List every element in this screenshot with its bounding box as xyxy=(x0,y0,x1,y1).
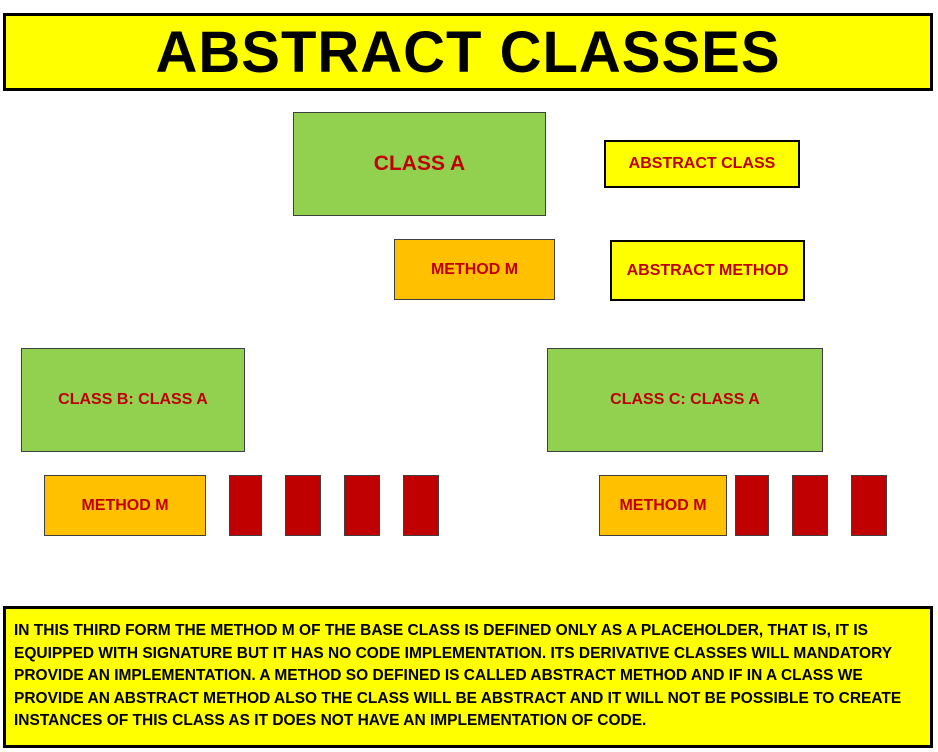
legend-abstract-method: ABSTRACT METHOD xyxy=(610,240,805,301)
class-b-code-block-1 xyxy=(229,475,262,536)
class-a-method-m: METHOD M xyxy=(394,239,555,300)
page-title: ABSTRACT CLASSES xyxy=(3,13,933,91)
class-b-code-block-4 xyxy=(403,475,439,536)
legend-abstract-class: ABSTRACT CLASS xyxy=(604,140,800,188)
class-c-code-block-1 xyxy=(735,475,769,536)
class-b-method-m: METHOD M xyxy=(44,475,206,536)
class-b-box: CLASS B: CLASS A xyxy=(21,348,245,452)
class-c-code-block-3 xyxy=(851,475,887,536)
class-a-box: CLASS A xyxy=(293,112,546,216)
class-c-method-m: METHOD M xyxy=(599,475,727,536)
class-c-code-block-2 xyxy=(792,475,828,536)
class-b-code-block-3 xyxy=(344,475,380,536)
description-box: IN THIS THIRD FORM THE METHOD M OF THE B… xyxy=(3,606,933,748)
class-b-code-block-2 xyxy=(285,475,321,536)
class-c-box: CLASS C: CLASS A xyxy=(547,348,823,452)
